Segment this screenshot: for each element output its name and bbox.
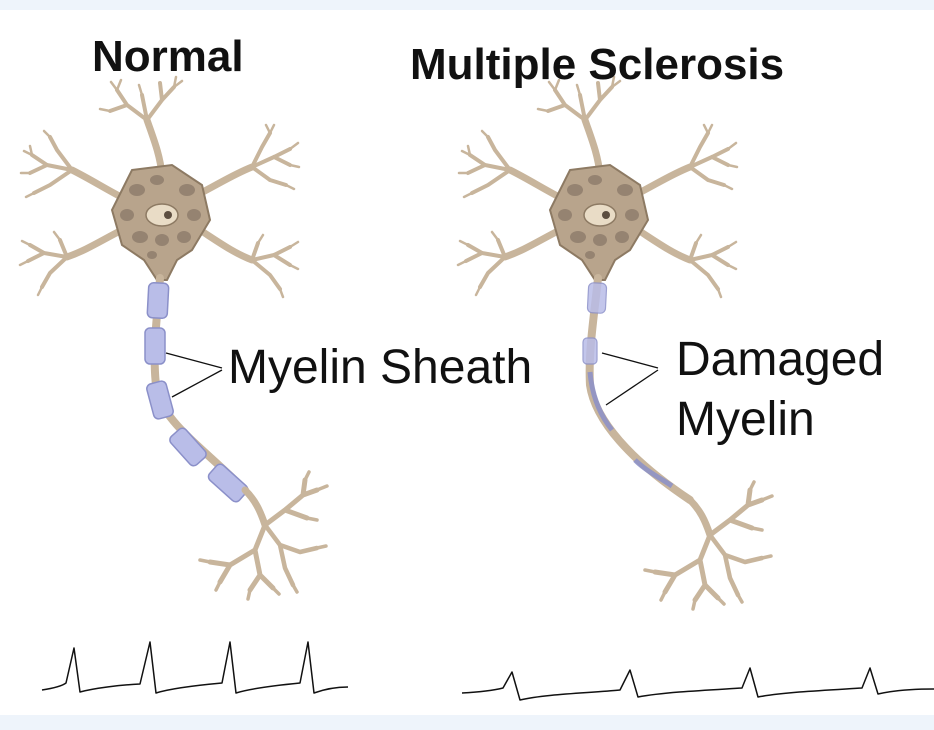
myelin-pointer-lines [166, 353, 222, 397]
label-damaged-line1: Damaged [676, 330, 884, 390]
normal-neuron-soma [20, 77, 299, 297]
label-myelin-sheath: Myelin Sheath [228, 338, 532, 398]
title-normal: Normal [92, 35, 244, 79]
ms-neuron-soma [458, 77, 737, 297]
ms-axon-terminal [645, 482, 772, 609]
damaged-pointer-lines [602, 353, 658, 405]
normal-signal-trace [42, 642, 348, 693]
title-multiple-sclerosis: Multiple Sclerosis [410, 43, 784, 87]
label-damaged-myelin: Damaged Myelin [676, 330, 884, 450]
normal-axon-terminal [200, 472, 327, 599]
label-damaged-line2: Myelin [676, 390, 884, 450]
damaged-myelin-segments [583, 283, 672, 486]
ms-signal-trace [462, 668, 934, 700]
